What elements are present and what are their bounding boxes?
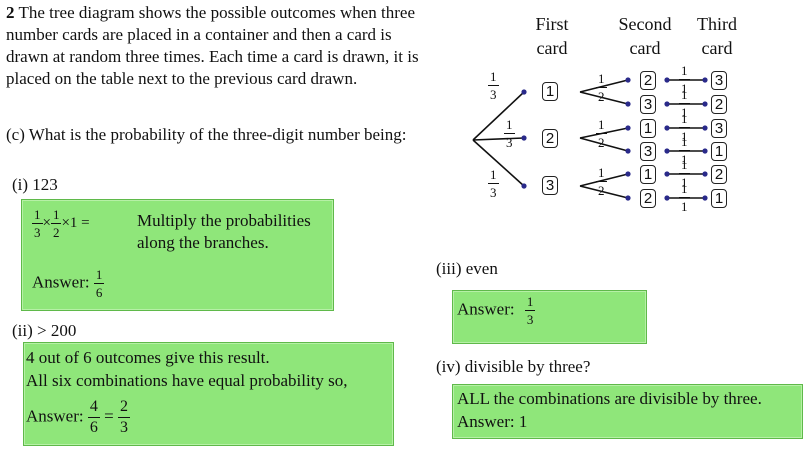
card-third-4: 1 bbox=[711, 142, 727, 161]
part-iv-line2: Answer: 1 bbox=[457, 412, 528, 431]
part-iv-answer-box: ALL the combinations are divisible by th… bbox=[452, 384, 803, 439]
card-second-1: 2 bbox=[640, 71, 656, 90]
tree-diagram: First card Second card Third card bbox=[468, 8, 805, 220]
part-i-explanation: Multiply the probabilities along the bra… bbox=[137, 211, 311, 252]
part-ii-line1: 4 out of 6 outcomes give this result. bbox=[26, 348, 270, 367]
part-ii-answer-box: 4 out of 6 outcomes give this result. Al… bbox=[23, 342, 394, 446]
question-number: 2 bbox=[6, 3, 15, 22]
card-third-2: 2 bbox=[711, 95, 727, 114]
card-second-5: 1 bbox=[640, 165, 656, 184]
card-second-2: 3 bbox=[640, 95, 656, 114]
card-third-1: 3 bbox=[711, 71, 727, 90]
card-third-3: 3 bbox=[711, 119, 727, 138]
header-third-card: Third card bbox=[697, 14, 737, 58]
part-c-prompt: (c) What is the probability of the three… bbox=[6, 125, 407, 144]
tree-branches bbox=[472, 77, 708, 201]
card-second-3: 1 bbox=[640, 119, 656, 138]
card-third-5: 2 bbox=[711, 165, 727, 184]
card-second-6: 2 bbox=[640, 189, 656, 208]
part-iii-label: (iii) even bbox=[436, 259, 498, 278]
header-second-card: Second card bbox=[618, 14, 672, 58]
part-iv-label: (iv) divisible by three? bbox=[436, 357, 591, 376]
card-second-4: 3 bbox=[640, 142, 656, 161]
header-first-card: First card bbox=[535, 14, 569, 58]
question-text: 2 The tree diagram shows the possible ou… bbox=[6, 2, 426, 90]
part-iv-line1: ALL the combinations are divisible by th… bbox=[457, 389, 762, 408]
card-first-1: 1 bbox=[542, 82, 558, 101]
part-ii-label: (ii) > 200 bbox=[12, 321, 77, 340]
part-ii-line2: All six combinations have equal probabil… bbox=[26, 371, 348, 390]
card-first-2: 2 bbox=[542, 129, 558, 148]
card-first-3: 3 bbox=[542, 176, 558, 195]
question-body: The tree diagram shows the possible outc… bbox=[6, 3, 419, 88]
part-i-label: (i) 123 bbox=[12, 175, 58, 194]
card-third-6: 1 bbox=[711, 189, 727, 208]
